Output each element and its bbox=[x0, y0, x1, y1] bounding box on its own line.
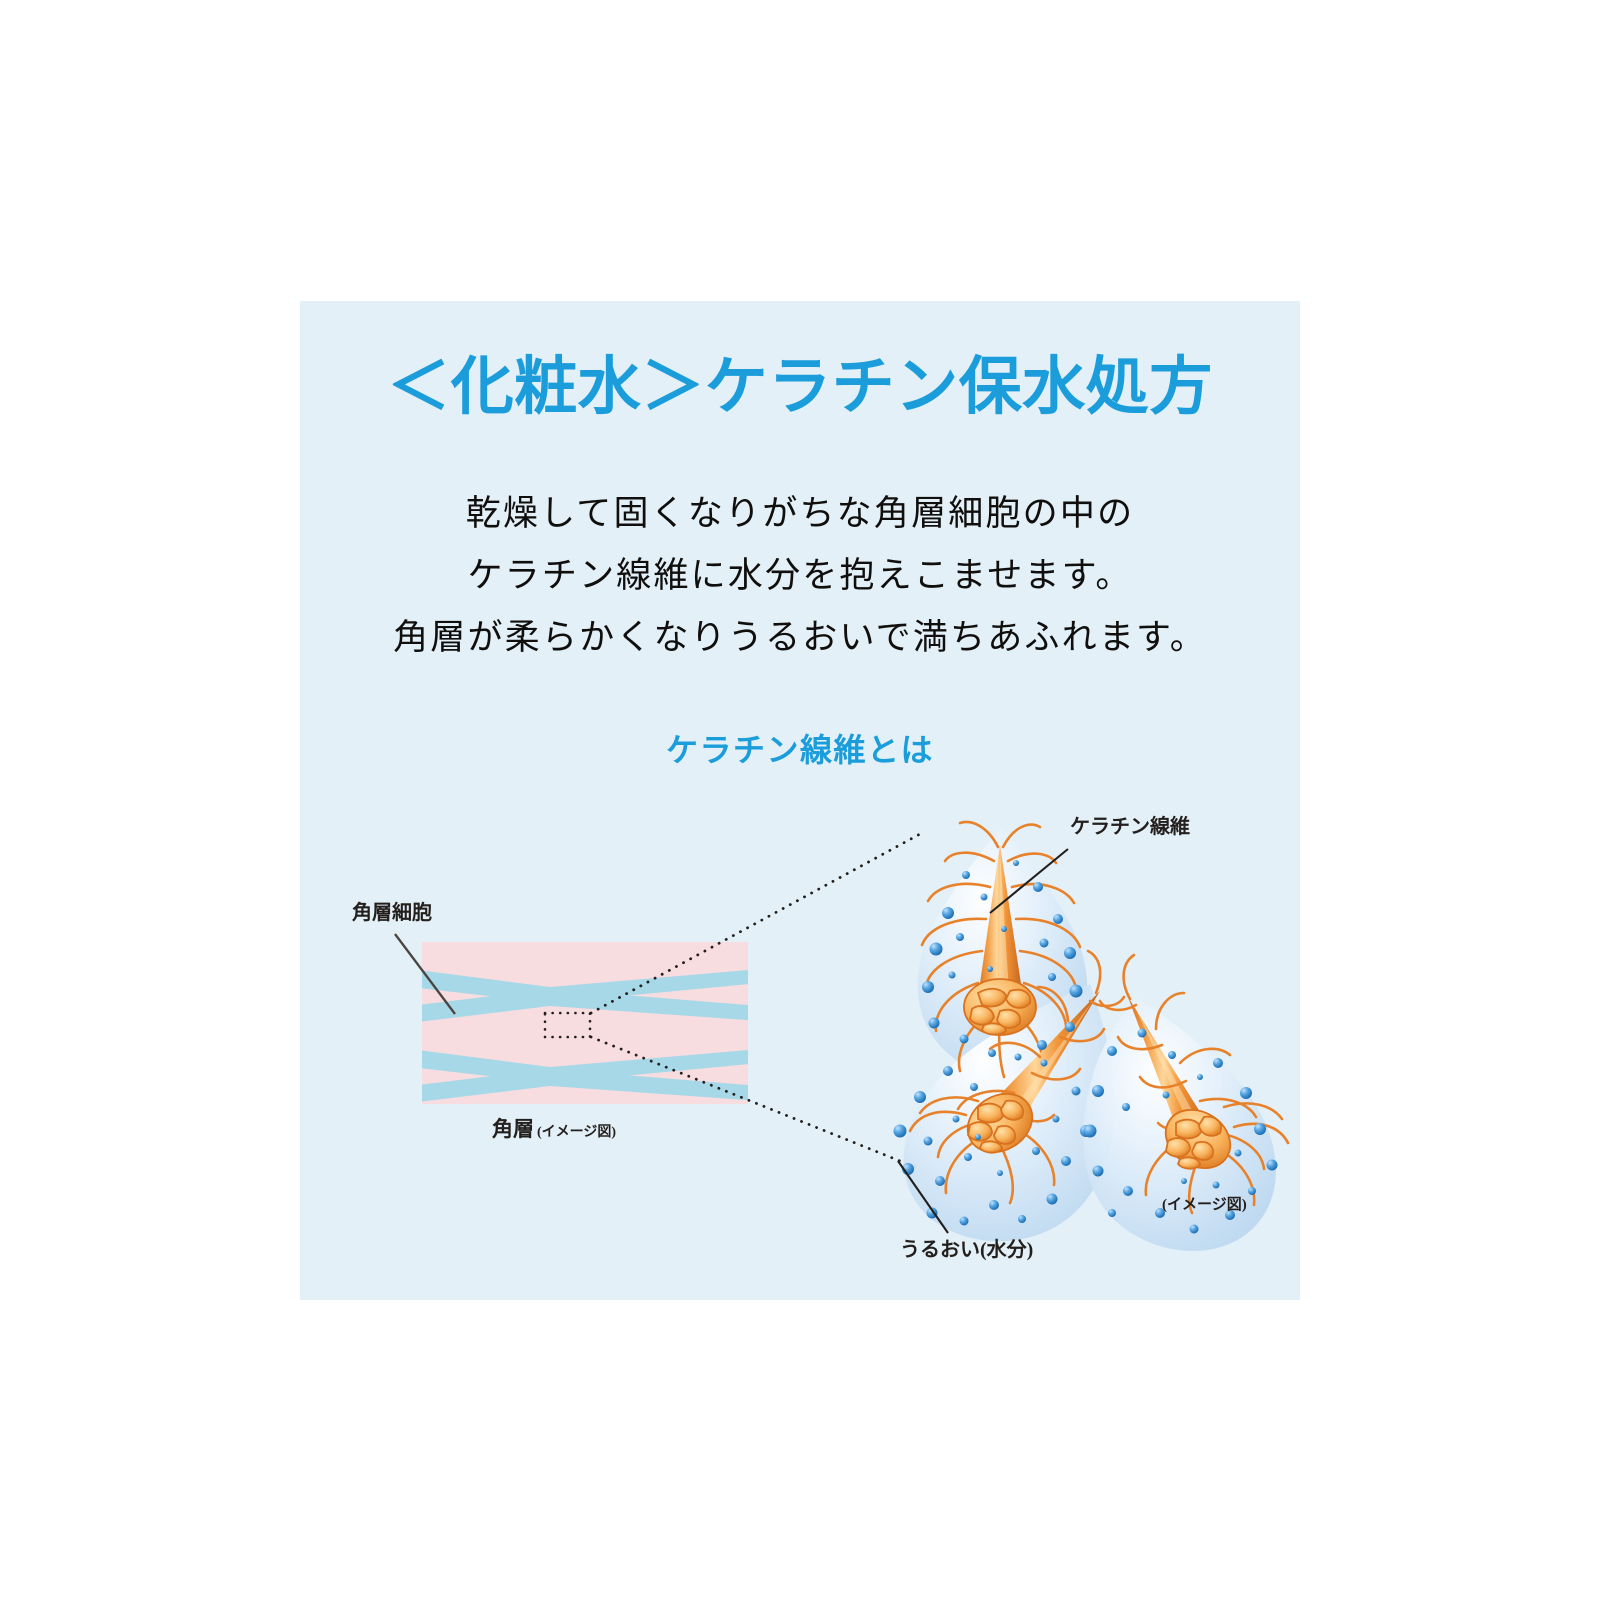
moisture-droplets bbox=[903, 826, 1276, 1251]
description-line-3: 角層が柔らかくなりうるおいで満ちあふれます。 bbox=[393, 618, 1207, 657]
description-line-1: 乾燥して固くなりがちな角層細胞の中の bbox=[465, 494, 1135, 533]
leader-line-moisture bbox=[897, 1160, 949, 1234]
leader-line-keratin-fiber bbox=[989, 848, 1069, 914]
water-molecule-beads bbox=[893, 860, 1278, 1234]
diagram-figure: 角層細胞 角層(イメージ図) bbox=[300, 801, 1300, 1281]
zoom-fan-line-top bbox=[589, 832, 922, 1015]
corneocyte-bands bbox=[422, 970, 748, 1102]
zoom-fan-line-bottom bbox=[589, 1035, 922, 1171]
caption-keratin-note: (イメージ図) bbox=[1162, 1196, 1247, 1213]
description-line-2: ケラチン線維に水分を抱えこませます。 bbox=[467, 556, 1133, 595]
lobe-cluster-top bbox=[963, 978, 1037, 1036]
stratum-corneum-diagram: 角層細胞 角層(イメージ図) bbox=[352, 832, 922, 1171]
lobe-cluster-left bbox=[966, 1092, 1034, 1154]
lobe-cluster-right bbox=[1164, 1108, 1232, 1170]
zoom-region-marker bbox=[543, 1011, 592, 1039]
keratin-bundle-right bbox=[1098, 953, 1290, 1215]
infographic-card: ＜化粧水＞ケラチン保水処方 乾燥して固くなりがちな角層細胞の中の ケラチン線維に… bbox=[300, 301, 1300, 1300]
caption-stratum-note: (イメージ図) bbox=[537, 1124, 616, 1140]
subheading: ケラチン線維とは bbox=[665, 732, 934, 768]
label-corneocyte: 角層細胞 bbox=[352, 900, 432, 924]
description-block: 乾燥して固くなりがちな角層細胞の中の ケラチン線維に水分を抱えこませます。 角層… bbox=[300, 483, 1300, 669]
leader-line-corneocyte bbox=[394, 933, 456, 1015]
caption-stratum: 角層(イメージ図) bbox=[492, 1117, 616, 1141]
label-keratin-fiber: ケラチン線維 bbox=[1070, 814, 1190, 838]
page-title: ＜化粧水＞ケラチン保水処方 bbox=[387, 352, 1213, 422]
caption-stratum-main: 角層 bbox=[492, 1117, 534, 1141]
keratin-fiber-diagram: ケラチン線維 うるおい(水分) (イメージ図) bbox=[893, 814, 1290, 1261]
label-moisture: うるおい(水分) bbox=[900, 1238, 1033, 1261]
